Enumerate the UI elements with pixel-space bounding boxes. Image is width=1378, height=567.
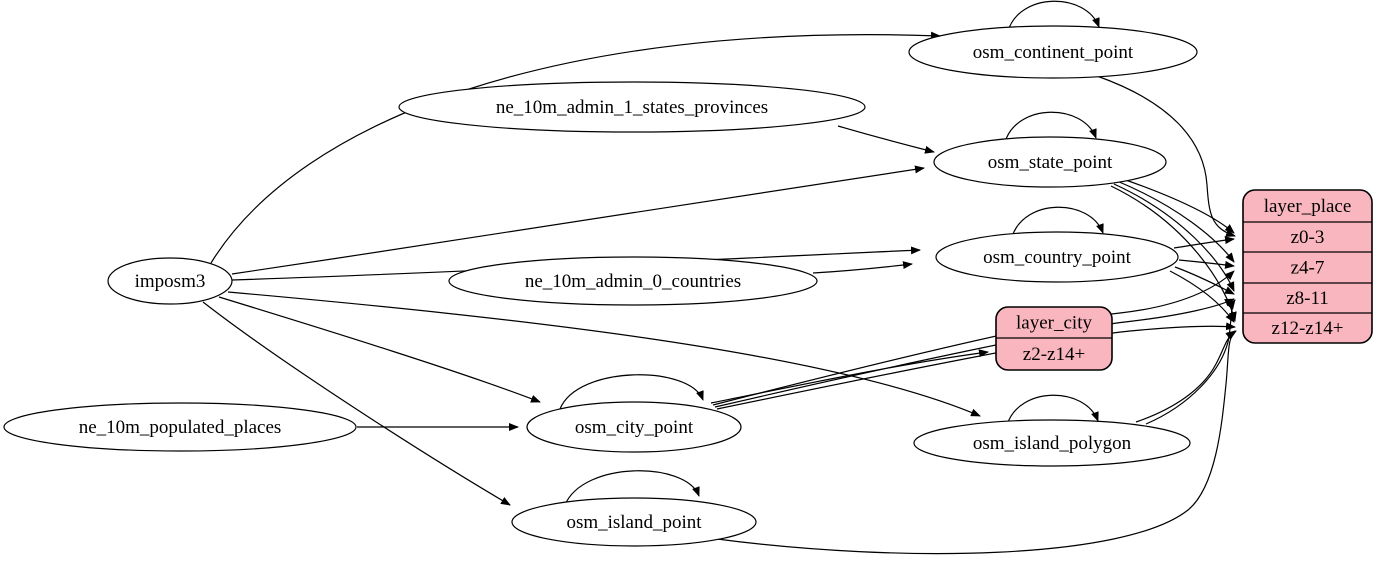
edge-osm-island-polygon-to-layer-place-z8-11	[1145, 299, 1236, 425]
edge-osm-country-point-to-layer-place-z8-11	[1174, 266, 1235, 295]
edges-group	[202, 0, 1237, 555]
osm-country-point-label: osm_country_point	[983, 247, 1131, 268]
osm-continent-point-label: osm_continent_point	[973, 42, 1134, 63]
self-loop-osm-city-point	[559, 374, 704, 410]
osm-city-point-label: osm_city_point	[575, 417, 694, 438]
ne-10m-admin-0-countries-ellipse	[448, 256, 818, 306]
osm-island-point-ellipse	[511, 497, 757, 547]
node-osm-country-point: osm_country_point	[935, 231, 1179, 283]
ne-10m-admin-1-states-provinces-label: ne_10m_admin_1_states_provinces	[496, 97, 768, 118]
osm-island-point-label: osm_island_point	[566, 512, 702, 533]
osm-island-polygon-label: osm_island_polygon	[973, 433, 1132, 454]
edge-osm-country-point-to-layer-place-z4-7	[1178, 259, 1235, 269]
self-loop-osm-continent-point	[1007, 0, 1100, 32]
edge-imposm3-to-osm-state-point	[231, 165, 925, 275]
osm-state-point-label: osm_state_point	[988, 152, 1113, 173]
ne-10m-admin-0-countries-label: ne_10m_admin_0_countries	[525, 271, 741, 292]
osm-state-point-ellipse	[933, 136, 1167, 188]
node-ne-10m-admin-1-states-provinces: ne_10m_admin_1_states_provinces	[398, 81, 866, 133]
osm-city-point-ellipse	[526, 401, 742, 453]
imposm3-ellipse	[107, 257, 233, 305]
edge-osm-country-point-to-layer-place-z0-3	[1173, 236, 1235, 249]
self-loop-osm-country-point	[1011, 206, 1104, 238]
edge-osm-continent-point-to-layer-place-z0-3	[1096, 75, 1236, 237]
layer-city-row-header: layer_city	[1016, 313, 1092, 334]
edge-imposm3-to-osm-continent-point	[210, 31, 941, 264]
layer-place-row-z0-3: z0-3	[1291, 227, 1325, 248]
self-loop-osm-island-point	[564, 470, 700, 506]
node-osm-island-polygon: osm_island_polygon	[913, 419, 1191, 467]
edge-osm-city-point-to-layer-place-z8-11	[714, 298, 1235, 408]
osm-continent-point-ellipse	[908, 25, 1198, 79]
layer-place-row-z8-11: z8-11	[1286, 288, 1329, 309]
edge-osm-state-point-to-layer-place-z4-7	[1116, 180, 1235, 263]
node-osm-island-point: osm_island_point	[511, 497, 757, 547]
layer-place-row-z4-7: z4-7	[1291, 258, 1325, 279]
imposm3-label: imposm3	[135, 271, 206, 292]
edge-ne-10m-admin-1-states-provinces-to-osm-state-point	[837, 125, 935, 154]
edge-ne-10m-admin-0-countries-to-osm-country-point	[812, 261, 913, 274]
edge-osm-city-point-to-layer-place-z12-z14	[716, 322, 1236, 410]
ne-10m-populated-places-label: ne_10m_populated_places	[79, 417, 282, 438]
record-layer-place: layer_place z0-3 z4-7 z8-11 z12-z14+	[1242, 189, 1373, 344]
layer-place-row-header: layer_place	[1264, 196, 1352, 217]
layer-place-box	[1242, 189, 1373, 344]
node-osm-state-point: osm_state_point	[933, 136, 1167, 188]
node-osm-city-point: osm_city_point	[526, 401, 742, 453]
node-imposm3: imposm3	[107, 257, 233, 305]
osm-island-polygon-ellipse	[913, 419, 1191, 467]
edge-imposm3-to-osm-island-point	[202, 301, 511, 506]
edge-imposm3-to-osm-city-point	[218, 296, 541, 403]
node-osm-continent-point: osm_continent_point	[908, 25, 1198, 79]
osm-country-point-ellipse	[935, 231, 1179, 283]
edge-osm-state-point-to-layer-place-z0-3	[1119, 177, 1235, 234]
self-loop-osm-island-polygon	[1006, 394, 1099, 426]
node-ne-10m-admin-0-countries: ne_10m_admin_0_countries	[448, 256, 818, 306]
edge-osm-island-point-to-layer-place-z12-z14	[716, 330, 1237, 555]
node-ne-10m-populated-places: ne_10m_populated_places	[3, 402, 357, 452]
edge-osm-island-polygon-to-layer-place-z12-z14	[1135, 330, 1236, 423]
edge-imposm3-to-osm-island-polygon	[227, 291, 981, 417]
record-layer-city: layer_city z2-z14+	[995, 306, 1113, 371]
ne-10m-populated-places-ellipse	[3, 402, 357, 452]
self-loop-osm-state-point	[1004, 111, 1097, 143]
layer-city-row-z2-z14: z2-z14+	[1023, 344, 1085, 365]
layer-place-row-z12-z14: z12-z14+	[1272, 318, 1344, 339]
ne-10m-admin-1-states-provinces-ellipse	[398, 81, 866, 133]
